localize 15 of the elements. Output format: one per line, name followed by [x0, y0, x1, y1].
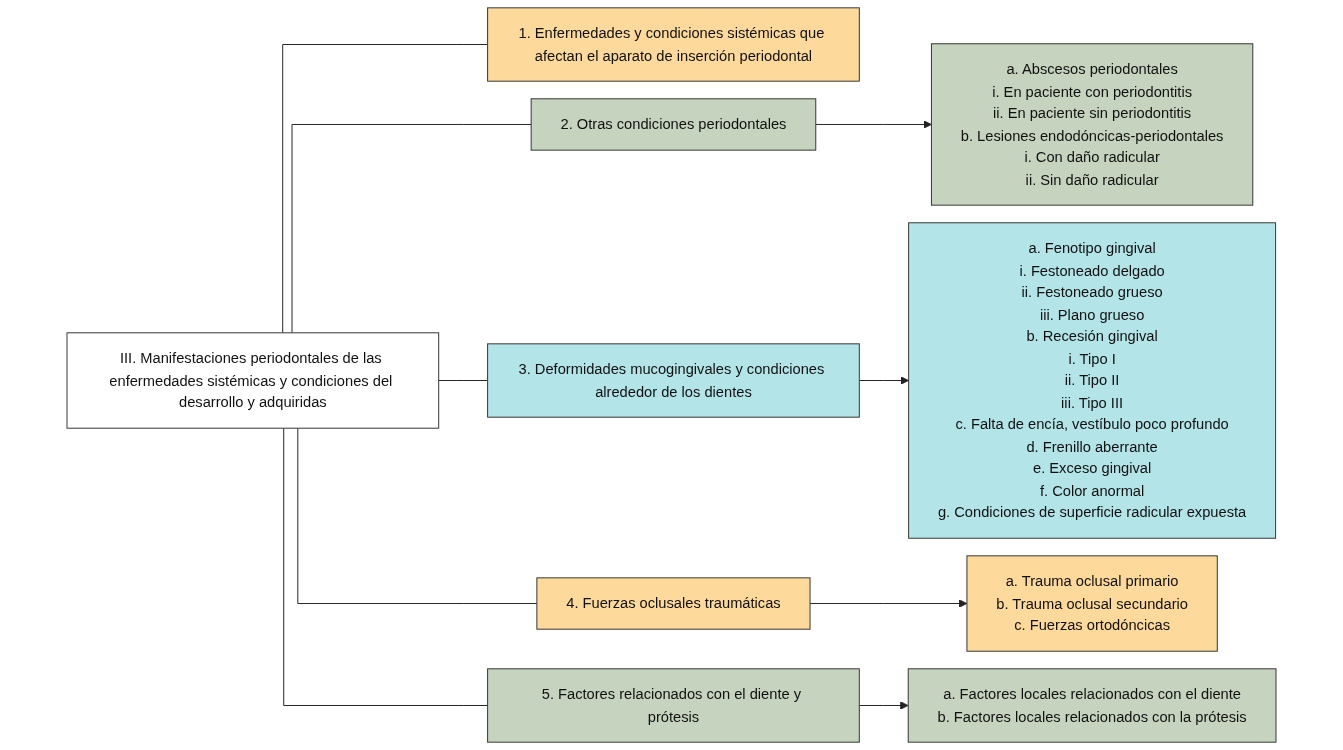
node-box	[530, 98, 817, 151]
node-box	[487, 7, 860, 82]
connector	[297, 427, 538, 604]
node-box	[66, 332, 440, 429]
node-box	[536, 577, 811, 630]
node-box	[907, 668, 1277, 743]
connector	[438, 380, 489, 381]
connector	[283, 427, 489, 706]
node-box	[487, 343, 860, 418]
connector	[291, 124, 532, 334]
node-box	[908, 222, 1277, 539]
connector	[282, 44, 489, 334]
node-box	[930, 43, 1254, 206]
node-box	[966, 555, 1218, 652]
node-box	[487, 668, 860, 743]
